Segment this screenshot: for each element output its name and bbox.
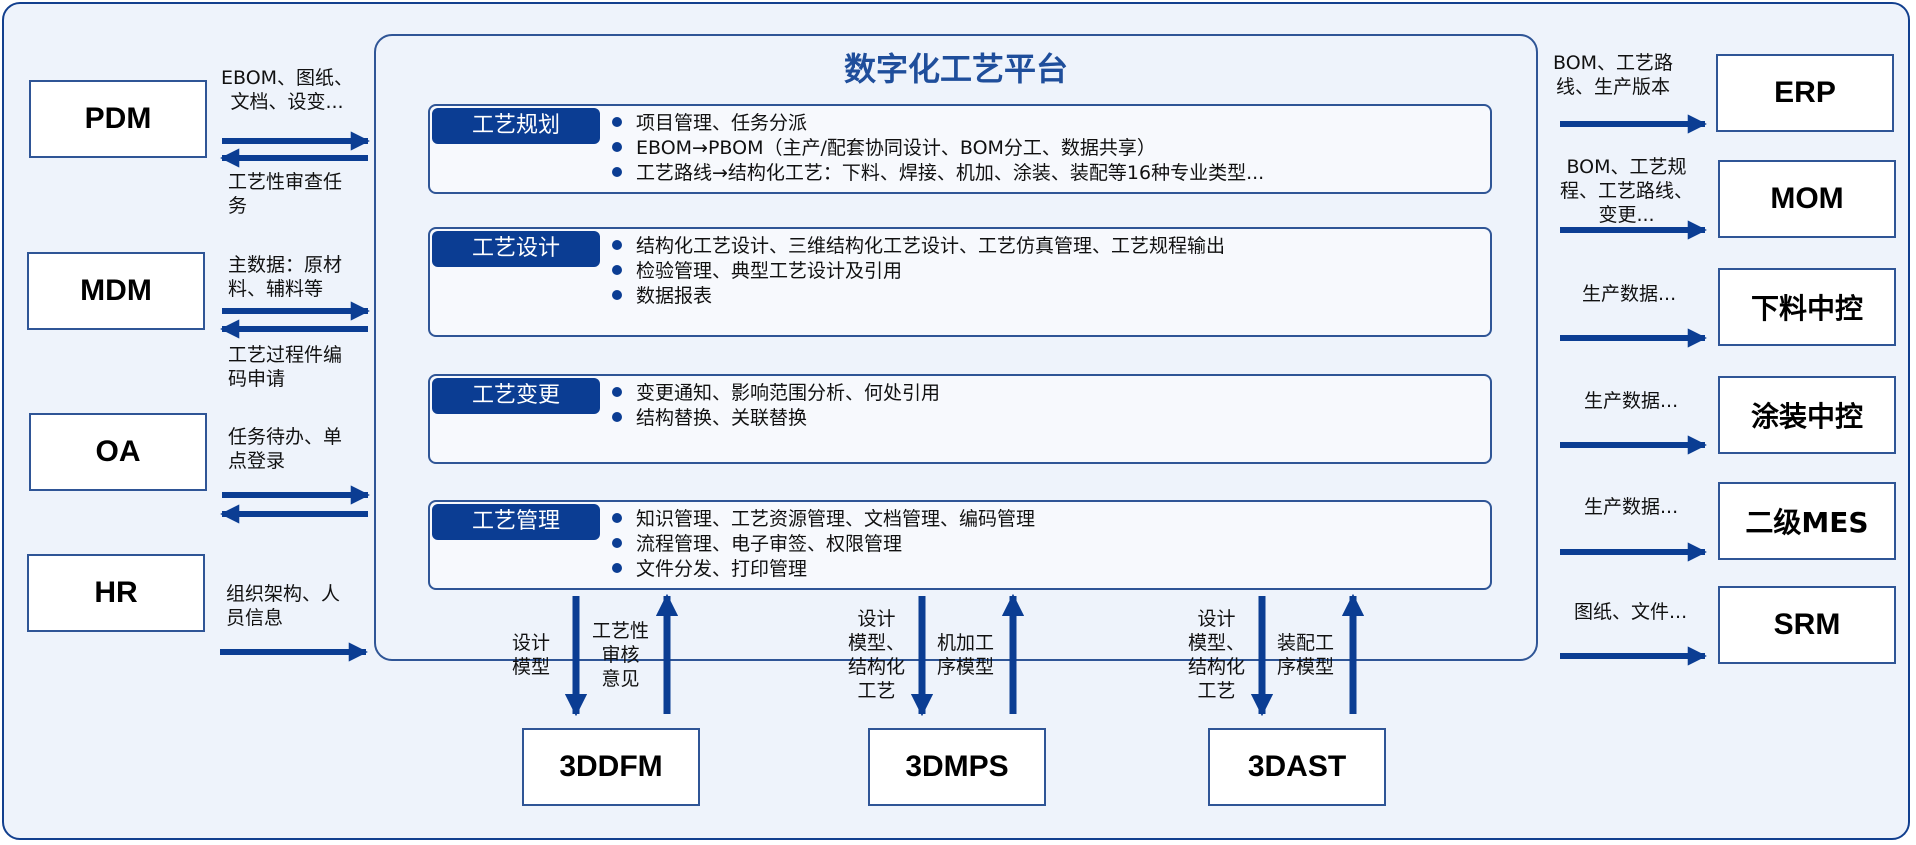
system-hr: HR	[27, 554, 205, 632]
module-tag: 工艺管理	[432, 504, 600, 540]
module-items: 结构化工艺设计、三维结构化工艺设计、工艺仿真管理、工艺规程输出 检验管理、典型工…	[612, 234, 1225, 309]
module-item: 结构替换、关联替换	[612, 406, 940, 431]
module-items: 知识管理、工艺资源管理、文档管理、编码管理 流程管理、电子审签、权限管理 文件分…	[612, 507, 1035, 582]
module-item: 检验管理、典型工艺设计及引用	[612, 259, 1225, 284]
pdm-in-label: 工艺性审查任务	[228, 171, 343, 217]
system-3dast: 3DAST	[1208, 728, 1386, 806]
coating-control-label: 生产数据...	[1584, 390, 1679, 412]
erp-label: BOM、工艺路线、生产版本	[1553, 52, 1674, 98]
srm-label: 图纸、文件...	[1574, 601, 1688, 623]
system-mom: MOM	[1718, 160, 1896, 238]
mes-label: 生产数据...	[1584, 496, 1679, 518]
system-erp: ERP	[1716, 54, 1894, 132]
module-item: 流程管理、电子审签、权限管理	[612, 532, 1035, 557]
oa-out-label: 任务待办、单点登录	[228, 426, 343, 472]
module-item: 工艺路线→结构化工艺：下料、焊接、机加、涂装、装配等16种专业类型...	[612, 161, 1264, 186]
3dast-up-label: 装配工序模型	[1277, 632, 1335, 678]
module-process-planning: 工艺规划 项目管理、任务分派 EBOM→PBOM（主产/配套协同设计、BOM分工…	[428, 104, 1492, 194]
module-items: 项目管理、任务分派 EBOM→PBOM（主产/配套协同设计、BOM分工、数据共享…	[612, 111, 1264, 186]
system-mes: 二级MES	[1718, 482, 1896, 560]
module-tag: 工艺变更	[432, 378, 600, 414]
3dmps-down-label: 设计模型、结构化工艺	[848, 608, 906, 702]
mdm-out-label: 主数据：原材料、辅料等	[228, 254, 343, 300]
system-3dmps: 3DMPS	[868, 728, 1046, 806]
system-cutting-control: 下料中控	[1718, 268, 1896, 346]
pdm-out-label: EBOM、图纸、文档、设变...	[221, 67, 354, 113]
3ddfm-down-label: 设计模型	[512, 632, 551, 678]
module-item: EBOM→PBOM（主产/配套协同设计、BOM分工、数据共享）	[612, 136, 1264, 161]
module-item: 知识管理、工艺资源管理、文档管理、编码管理	[612, 507, 1035, 532]
3dmps-up-label: 机加工序模型	[937, 632, 995, 678]
3dast-down-label: 设计模型、结构化工艺	[1188, 608, 1246, 702]
system-3ddfm: 3DDFM	[522, 728, 700, 806]
module-items: 变更通知、影响范围分析、何处引用 结构替换、关联替换	[612, 381, 940, 431]
module-item: 数据报表	[612, 284, 1225, 309]
mdm-in-label: 工艺过程件编码申请	[228, 344, 343, 390]
module-item: 变更通知、影响范围分析、何处引用	[612, 381, 940, 406]
module-process-change: 工艺变更 变更通知、影响范围分析、何处引用 结构替换、关联替换	[428, 374, 1492, 464]
module-process-design: 工艺设计 结构化工艺设计、三维结构化工艺设计、工艺仿真管理、工艺规程输出 检验管…	[428, 227, 1492, 337]
system-oa: OA	[29, 413, 207, 491]
module-item: 结构化工艺设计、三维结构化工艺设计、工艺仿真管理、工艺规程输出	[612, 234, 1225, 259]
system-pdm: PDM	[29, 80, 207, 158]
system-mdm: MDM	[27, 252, 205, 330]
cutting-control-label: 生产数据...	[1582, 283, 1677, 305]
hr-out-label: 组织架构、人员信息	[226, 583, 341, 629]
module-item: 项目管理、任务分派	[612, 111, 1264, 136]
system-srm: SRM	[1718, 586, 1896, 664]
3ddfm-up-label: 工艺性审核意见	[592, 620, 650, 690]
module-tag: 工艺设计	[432, 231, 600, 267]
system-coating-control: 涂装中控	[1718, 376, 1896, 454]
mom-label: BOM、工艺规程、工艺路线、变更...	[1560, 156, 1694, 226]
module-tag: 工艺规划	[432, 108, 600, 144]
platform-title: 数字化工艺平台	[843, 50, 1068, 88]
module-item: 文件分发、打印管理	[612, 557, 1035, 582]
module-process-management: 工艺管理 知识管理、工艺资源管理、文档管理、编码管理 流程管理、电子审签、权限管…	[428, 500, 1492, 590]
